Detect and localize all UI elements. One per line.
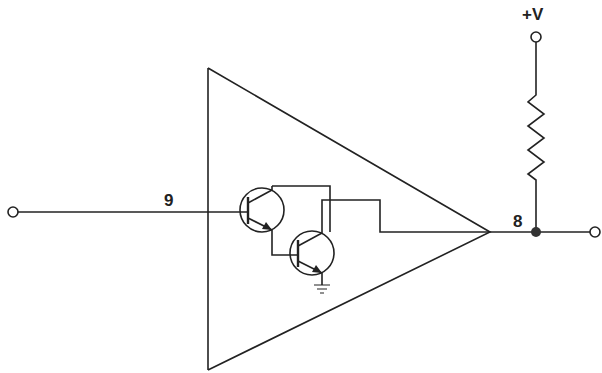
amplifier-triangle [208, 68, 490, 370]
emitter-base-wire [272, 230, 298, 255]
resistor-symbol [528, 42, 544, 232]
input-terminal [8, 207, 18, 217]
q2-collector-output [298, 200, 490, 246]
q2-emitter-arrow [312, 265, 322, 273]
supply-label: +V [522, 6, 543, 23]
ground-symbol [314, 285, 330, 293]
pin-number: 9 [164, 192, 173, 209]
q2-emitter [298, 261, 322, 285]
q2-base [297, 240, 299, 267]
q1-emitter [248, 218, 272, 230]
junction-dot [531, 227, 541, 237]
q1-base [247, 197, 249, 224]
q1-collector [248, 186, 272, 203]
output-terminal [590, 227, 600, 237]
input-wire [18, 211, 248, 213]
q1-emitter-arrow [262, 222, 272, 230]
pin-number: 8 [513, 213, 522, 230]
supply-terminal [531, 32, 541, 42]
